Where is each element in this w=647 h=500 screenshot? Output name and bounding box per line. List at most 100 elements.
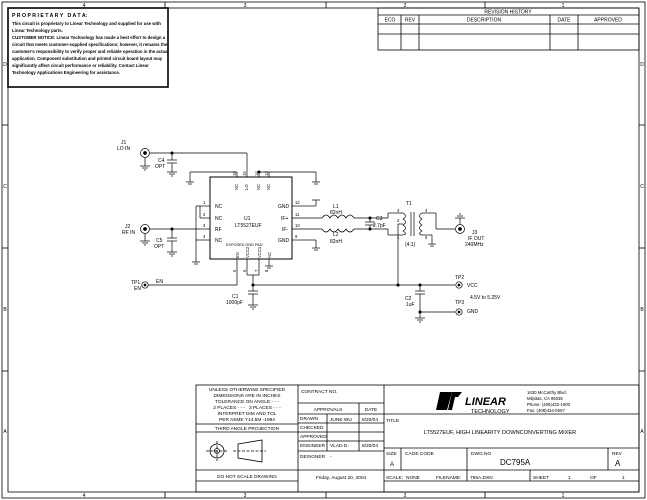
u1-pin-num: 10 — [295, 223, 300, 228]
title-label: TITLE — [386, 418, 399, 424]
frame-row-label: A — [3, 429, 7, 435]
tolerance-line: TOLERANCE ON ANGLE - - - — [215, 399, 279, 405]
c4-ref: C4 — [158, 158, 165, 164]
l2-ref: L2 — [333, 232, 339, 238]
frame-col-label: 1 — [562, 3, 565, 9]
do-not-scale: DO NOT SCALE DRAWING — [217, 474, 277, 480]
l2-value: 82nH — [330, 239, 342, 245]
u1-pin-num: 16 — [232, 171, 237, 176]
frame-row-label: D — [3, 62, 7, 68]
linear-technology-logo: LINEAR TECHNOLOGY — [436, 392, 510, 415]
tolerance-line: PER ASME Y14.5M -1994 — [219, 417, 275, 423]
filename-label: FILENAME: — [436, 475, 461, 481]
c5-value: OPT — [154, 244, 164, 250]
u1-pin-name: EN — [235, 252, 240, 258]
c2-ref: C2 — [405, 296, 412, 302]
u1-pin-name: RF — [215, 227, 222, 233]
u1-pin-num: 7 — [254, 269, 259, 272]
tolerance-line: DIMENSIONS ARE IN INCHES — [214, 393, 281, 399]
u1-pin-num: 6 — [242, 269, 247, 272]
u1-pin-name: IF- — [282, 227, 288, 233]
cage-code-label: CAGE CODE — [405, 451, 434, 457]
frame-col-label: 2 — [404, 3, 407, 9]
supply-note: 4.5V to 5.25V — [470, 295, 501, 301]
designer-label: DESIGNER — [300, 454, 326, 460]
u1-part: LT5527EUF — [235, 223, 262, 229]
filename-value: 795A.DSN — [470, 475, 493, 481]
frame-row-label: B — [640, 307, 644, 313]
frame-col-label: 3 — [244, 3, 247, 9]
dwg-no-label: DWG.NO — [471, 451, 492, 457]
u1-pin-num: 15 — [242, 171, 247, 176]
u1-pin-num: 5 — [232, 269, 237, 272]
c4-value: OPT — [155, 164, 165, 170]
u1-pin-name: NC — [266, 184, 271, 190]
frame-row-label: A — [640, 429, 644, 435]
tp1-net: EN — [134, 286, 141, 292]
proprietary-line: circuit that meets customer-supplied spe… — [12, 42, 168, 47]
tp3-net: GND — [467, 309, 479, 315]
c5-ref: C5 — [156, 238, 163, 244]
u1-pin-name: LO — [244, 184, 249, 190]
date-header: DATE — [365, 407, 377, 413]
revision-history-table — [377, 7, 640, 51]
revision-title: REVISION HISTORY — [484, 10, 532, 16]
rev-label: REV — [612, 451, 623, 457]
u1-pin-num: 8 — [264, 269, 269, 272]
u1-pin-num: 1 — [203, 200, 206, 205]
revision-col-header: APPROVED — [594, 18, 622, 24]
u1-pin-name: NC — [234, 184, 239, 190]
proprietary-line: Linear Technology parts. — [12, 28, 63, 33]
schematic-wiring — [140, 148, 465, 323]
revision-col-header: DATE — [558, 18, 572, 24]
tp3-ref: TP3 — [455, 300, 464, 306]
address-line: Phone: (408)432-1900 — [527, 402, 571, 407]
t1-pin: 1 — [397, 235, 400, 240]
frame-col-label: 4 — [83, 3, 86, 9]
tolerance-line: INTERPRET DIM AND TOL — [218, 411, 277, 417]
approved-label: APPROVED — [300, 434, 327, 440]
logo-sub: TECHNOLOGY — [471, 409, 510, 415]
proprietary-line: significantly affect circuit performance… — [12, 63, 149, 68]
t1-ref: T1 — [406, 201, 412, 207]
frame-col-label: 4 — [83, 493, 86, 499]
scale-label: SCALE: — [386, 475, 403, 481]
revision-col-header: ECO — [385, 18, 396, 24]
c2-value: 1uF — [406, 302, 415, 308]
t1-pin: 3 — [397, 208, 400, 213]
proprietary-line: This circuit is proprietary to Linear Te… — [12, 21, 161, 26]
j3-ref: J3 — [472, 230, 478, 236]
u1-pin-name: NC — [215, 204, 223, 210]
frame-row-label: D — [640, 62, 644, 68]
j2-name: RF IN — [122, 230, 135, 236]
u1-pin-num: 12 — [295, 200, 300, 205]
revision-col-header: DESCRIPTION — [467, 18, 502, 24]
c3-value: 2.7pF — [373, 223, 386, 229]
t1-pin: 2 — [397, 218, 400, 223]
u1-pin-num: 3 — [203, 223, 206, 228]
u1-pin-num: 14 — [254, 171, 259, 176]
frame-row-label: C — [640, 184, 644, 190]
drawing-title: LT5527EUF, HIGH LINEARITY DOWNCONVERTING… — [424, 430, 576, 436]
u1-pin-name: VCC1 — [257, 246, 262, 258]
engineer-name: VLAD D. — [330, 443, 349, 449]
t1-pin: 5 — [425, 235, 428, 240]
u1-pin-name: NC — [215, 238, 223, 244]
proprietary-line: application. Component substitution and … — [12, 56, 163, 61]
address-line: 1630 McCarthy Blvd. — [527, 390, 567, 395]
frame-row-label: C — [3, 184, 7, 190]
of-value: 1 — [622, 475, 625, 481]
tp2-net: VCC — [467, 283, 478, 289]
frame-col-label: 1 — [562, 493, 565, 499]
designer-dash: - — [330, 455, 332, 460]
u1-pin-num: 4 — [203, 234, 206, 239]
address-line: Fax: (408)434-0507 — [527, 408, 565, 413]
scale-value: NONE — [406, 475, 420, 481]
en-net-label: EN — [156, 279, 163, 285]
u1-exposed-pad: EXPOSED GND PAD — [226, 243, 263, 247]
j3-freq: 240MHz — [465, 242, 484, 248]
proprietary-notice-box — [7, 7, 169, 88]
title-block — [195, 384, 640, 493]
tolerance-line: UNLESS OTHERWISE SPECIFIED — [209, 387, 286, 393]
j1-ref: J1 — [121, 140, 127, 146]
